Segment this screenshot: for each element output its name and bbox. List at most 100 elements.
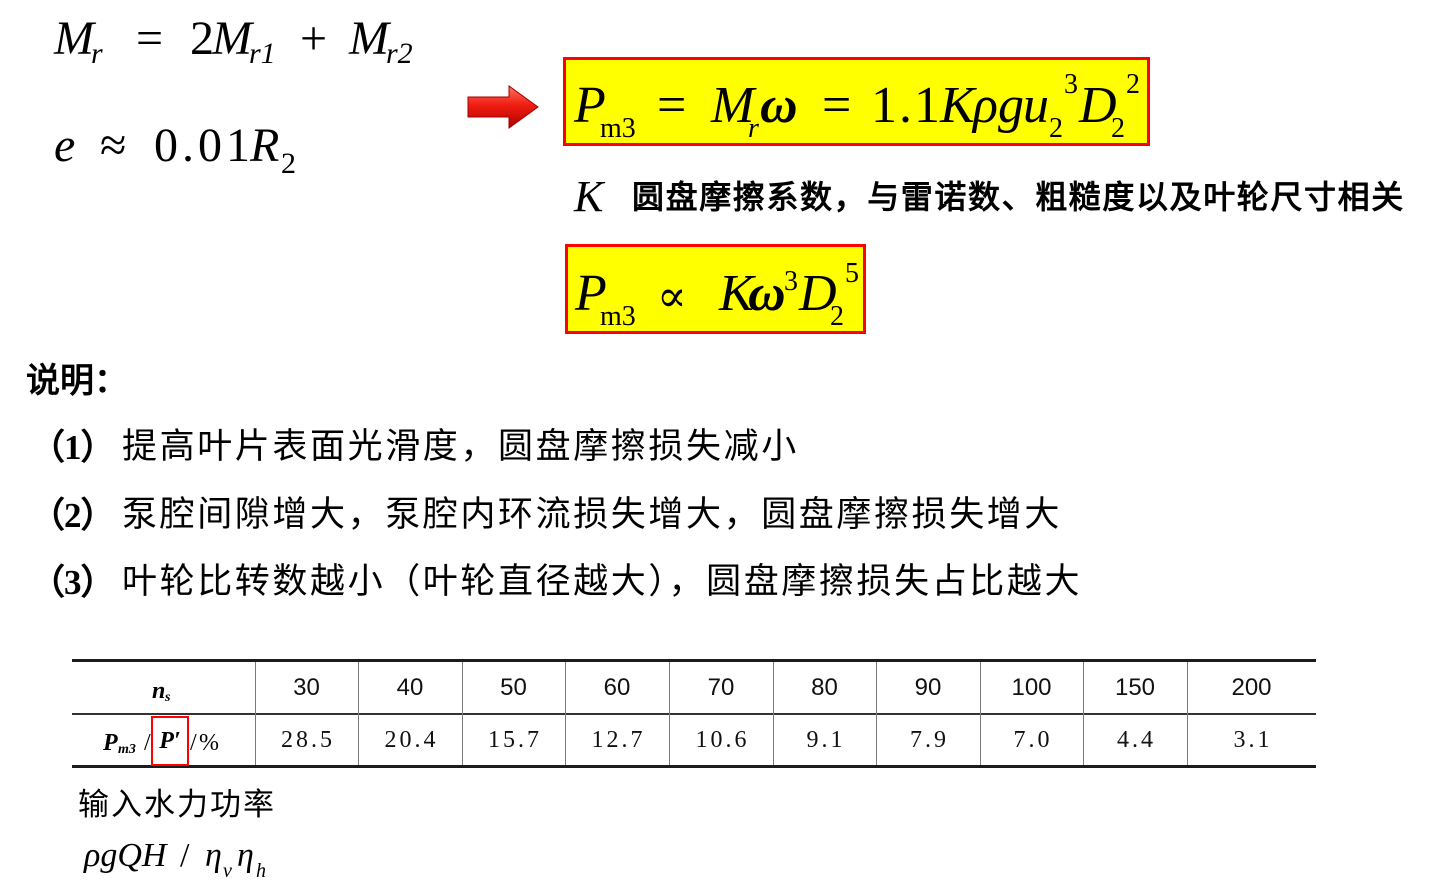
- table-column-divider: [876, 662, 877, 765]
- header-label-sub: s: [165, 690, 171, 705]
- power-formula-box: P m3 = M r ω = 1.1 K ρ g u 2 3 D 2 2: [563, 57, 1150, 146]
- prop-symbol: ∝: [657, 272, 687, 321]
- input-power-caption: 输入水力功率: [78, 787, 276, 823]
- table-cell: 28.5: [281, 727, 335, 753]
- prop-d-base: D: [799, 265, 837, 322]
- table-bottom-rule: [72, 765, 1316, 768]
- table-column-divider: [1083, 662, 1084, 765]
- table-column-divider: [669, 662, 670, 765]
- table-cell: 12.7: [591, 727, 646, 753]
- table-column-divider: [1187, 662, 1188, 765]
- prop-d-sup: 5: [845, 258, 859, 289]
- input-power-eta2-base: η: [237, 837, 254, 874]
- prop-omega-base: ω: [748, 265, 786, 322]
- table-mid-rule: [72, 713, 1316, 715]
- note-item-label: （1）: [30, 428, 116, 467]
- power-d-sup: 2: [1126, 69, 1140, 100]
- table-column-divider: [773, 662, 774, 765]
- table-header-cell: 80: [811, 673, 838, 701]
- gap-coef: 0.01: [154, 119, 254, 172]
- row-label-separator: /: [144, 730, 151, 756]
- k-note-text: 圆盘摩擦系数，与雷诺数、粗糙度以及叶轮尺寸相关: [632, 178, 1405, 216]
- table-column-divider: [462, 662, 463, 765]
- table-column-divider: [358, 662, 359, 765]
- row-label-unit: %: [199, 730, 219, 756]
- table-cell: 7.9: [910, 727, 949, 753]
- table-header-cell: 40: [396, 673, 424, 701]
- moment-term2-sub: r2: [386, 37, 413, 70]
- table-header-cell: 150: [1114, 673, 1156, 701]
- note-item-text: 泵腔间隙增大，泵腔内环流损失增大，圆盘摩擦损失增大: [122, 495, 1063, 535]
- table-column-divider: [565, 662, 566, 765]
- prop-omega-sup: 3: [784, 266, 798, 297]
- table-column-divider: [980, 662, 981, 765]
- gap-approx: ≈: [100, 119, 127, 172]
- moment-equals: =: [136, 12, 164, 65]
- table-cell: 10.6: [695, 727, 750, 753]
- table-header-cell: 200: [1231, 673, 1272, 701]
- input-power-slash: /: [180, 837, 190, 874]
- table-column-divider: [255, 662, 256, 765]
- moment-term2-base: M: [349, 12, 389, 65]
- power-equals-1: =: [657, 77, 687, 134]
- moment-lhs-base: M: [54, 12, 94, 65]
- power-u-sub: 2: [1049, 113, 1063, 144]
- prop-k: K: [719, 265, 754, 322]
- table-cell: 3.1: [1233, 727, 1273, 753]
- table-header-cell: 90: [914, 673, 942, 701]
- proportional-formula-box: P m3 ∝ K ω 3 D 2 5: [565, 244, 866, 334]
- note-item-label: （3）: [30, 563, 116, 602]
- table-header-cell: 60: [603, 673, 631, 701]
- header-label-base: n: [152, 678, 166, 704]
- table-cell: 4.4: [1117, 727, 1156, 753]
- gap-lhs: e: [54, 119, 76, 172]
- highlight-box: P′: [151, 716, 189, 766]
- power-u-base: u: [1023, 77, 1049, 134]
- power-rho: ρ: [973, 77, 998, 134]
- moment-term1-coef: 2: [190, 12, 214, 65]
- table-cell: 7.0: [1013, 727, 1053, 753]
- input-power-numerator: ρgQH: [84, 837, 167, 874]
- note-item-label: （2）: [30, 496, 116, 535]
- right-arrow-icon: [467, 85, 539, 129]
- power-moment-sub: r: [748, 113, 759, 144]
- input-power-eta1-base: η: [205, 837, 222, 874]
- table-header-cell: 100: [1011, 673, 1052, 701]
- power-omega: ω: [760, 77, 798, 134]
- prop-lhs-base: P: [575, 265, 607, 322]
- table-header-cell: 30: [293, 673, 320, 701]
- power-k: K: [940, 77, 975, 134]
- table-header-cell: 70: [707, 673, 735, 701]
- k-note-symbol: K: [574, 172, 604, 221]
- table-top-rule: [72, 659, 1316, 662]
- row-label-highlight: P′: [159, 728, 181, 754]
- power-d-base: D: [1079, 77, 1117, 134]
- moment-term1-sub: r1: [249, 37, 276, 70]
- table-header-cell: 50: [500, 673, 527, 701]
- power-equals-2: =: [822, 77, 852, 134]
- power-u-sup: 3: [1064, 69, 1078, 100]
- prop-lhs-sub: m3: [600, 301, 636, 332]
- moment-lhs-sub: r: [91, 37, 103, 70]
- table-cell: 15.7: [488, 727, 542, 753]
- table-cell: 20.4: [384, 727, 439, 753]
- row-label-base: P: [103, 730, 118, 756]
- gap-sub: 2: [281, 147, 296, 180]
- moment-plus: +: [300, 12, 328, 65]
- power-g: g: [998, 77, 1024, 134]
- table-cell: 9.1: [806, 727, 846, 753]
- moment-term1-base: M: [212, 12, 252, 65]
- notes-heading: 说明：: [26, 361, 128, 401]
- input-power-eta1-sub: v: [223, 860, 232, 882]
- power-lhs-sub: m3: [600, 113, 636, 144]
- gap-base: R: [250, 119, 280, 172]
- power-lhs-base: P: [574, 77, 606, 134]
- specific-speed-table: n s 30 40 50 60 70 80 90 100 150 200 P m…: [72, 659, 1316, 768]
- power-moment-base: M: [711, 77, 755, 134]
- note-item-text: 叶轮比转数越小（叶轮直径越大），圆盘摩擦损失占比越大: [122, 562, 1083, 602]
- power-d-sub: 2: [1111, 113, 1125, 144]
- note-item-text: 提高叶片表面光滑度，圆盘摩擦损失减小: [122, 427, 799, 467]
- input-power-eta2-sub: h: [256, 860, 266, 882]
- row-label-separator: /: [190, 730, 197, 756]
- power-coef: 1.1: [871, 77, 942, 134]
